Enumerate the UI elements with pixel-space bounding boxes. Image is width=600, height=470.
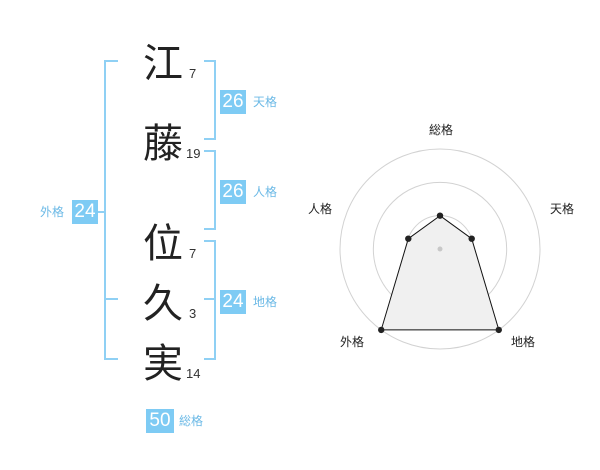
radar-axis-label-chikaku: 地格 — [511, 334, 535, 349]
chikaku-label: 地格 — [253, 295, 278, 309]
gaikaku-value-badge: 24 — [72, 200, 98, 224]
gaikaku-bracket-mid — [104, 298, 118, 300]
jinkaku-bracket-bottom — [204, 228, 216, 230]
name-char-4: 久 — [143, 281, 183, 327]
chikaku-bracket-vertical — [214, 240, 216, 360]
jinkaku-label: 人格 — [253, 185, 278, 199]
gaikaku-bracket-bottom — [104, 358, 118, 360]
jinkaku-bracket-vertical — [214, 150, 216, 230]
name-char-2: 藤 — [143, 121, 183, 167]
stroke-count-5: 14 — [186, 366, 201, 381]
radar-point-4 — [378, 326, 385, 334]
gaikaku-bracket-stub — [98, 211, 106, 213]
radar-point-5 — [405, 235, 412, 242]
tenkaku-bracket-vertical — [214, 60, 216, 140]
radar-data-points — [378, 212, 502, 334]
gaikaku-bracket-vertical — [104, 60, 106, 360]
soukaku-value-badge: 50 — [146, 409, 174, 433]
stroke-count-3: 7 — [189, 246, 197, 261]
tenkaku-bracket-bottom — [204, 138, 216, 140]
radar-axis-label-soukaku: 総格 — [429, 122, 453, 137]
radar-ring — [339, 148, 541, 350]
chikaku-bracket-bottom — [204, 358, 216, 360]
radar-point-3 — [495, 326, 502, 334]
radar-center-dot — [437, 246, 443, 252]
stroke-count-2: 19 — [186, 146, 201, 161]
radar-axis-label-gaikaku: 外格 — [340, 334, 364, 349]
tenkaku-value-badge: 26 — [220, 90, 246, 114]
radar-chart: 総格 天格 地格 外格 人格 — [308, 122, 574, 350]
radar-data-polygon — [380, 215, 500, 331]
soukaku-label: 総格 — [179, 414, 204, 428]
radar-axis-label-tenkaku: 天格 — [550, 201, 574, 216]
name-char-5: 実 — [143, 341, 183, 387]
radar-point-1 — [436, 212, 444, 219]
stroke-count-1: 7 — [189, 66, 197, 81]
tenkaku-label: 天格 — [253, 95, 278, 109]
stroke-count-4: 3 — [189, 306, 197, 321]
jinkaku-value-badge: 26 — [220, 180, 246, 204]
name-char-3: 位 — [143, 221, 183, 267]
radar-axis-label-jinkaku: 人格 — [308, 201, 332, 216]
chikaku-bracket-stub — [204, 298, 216, 300]
gaikaku-label: 外格 — [40, 205, 65, 219]
tenkaku-bracket-top — [204, 60, 216, 62]
jinkaku-bracket-top — [204, 150, 216, 152]
radar-point-2 — [468, 235, 475, 242]
name-char-1: 江 — [143, 41, 183, 87]
gaikaku-bracket-top — [104, 60, 118, 62]
chikaku-value-badge: 24 — [220, 290, 246, 314]
chikaku-bracket-top — [204, 240, 216, 242]
